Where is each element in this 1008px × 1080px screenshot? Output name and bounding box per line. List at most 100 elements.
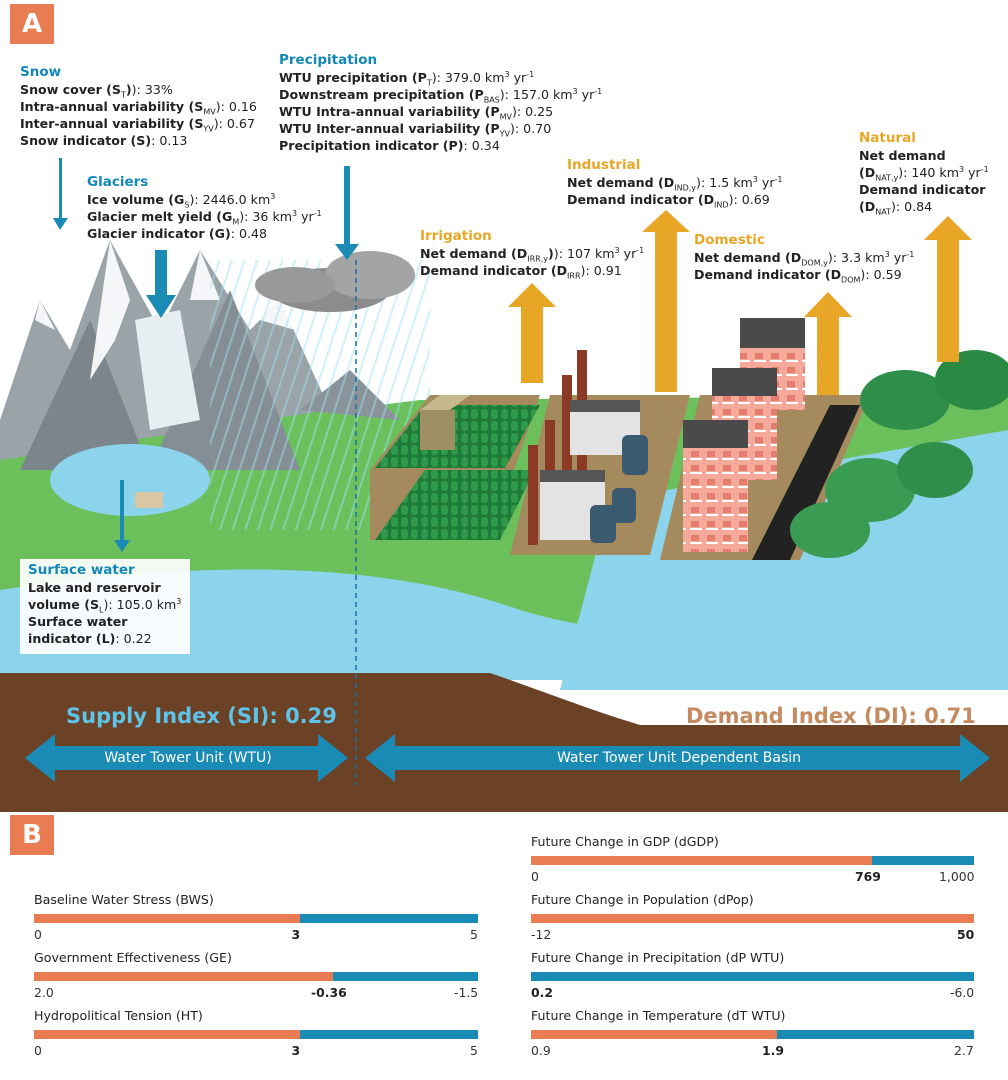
bar-title-future-change-in-population-dpop: Future Change in Population (dPop) (531, 892, 754, 907)
precip-indicator: Precipitation indicator (P): 0.34 (279, 138, 500, 153)
basin-arrow-label: Water Tower Unit Dependent Basin (556, 750, 802, 766)
supply-index: Supply Index (SI): 0.29 (66, 704, 337, 728)
domestic-label: Domestic Net demand (DDOM,y): 3.3 km3 yr… (694, 232, 915, 285)
nat-indicator: (DNAT): 0.84 (859, 199, 933, 217)
industrial-title: Industrial (567, 157, 641, 173)
precip-wtu: WTU precipitation (PT): 379.0 km3 yr-1 (279, 69, 535, 88)
bar-remainder-segment (531, 972, 974, 981)
ind-indicator: Demand indicator (DIND): 0.69 (567, 192, 770, 210)
glaciers-label: Glaciers Ice volume (GS): 2446.0 km3 Gla… (87, 174, 322, 242)
sw-line1: Lake and reservoir (28, 580, 161, 595)
snow-inter: Inter-annual variability (SYV): 0.67 (20, 116, 255, 134)
wtu-arrow-label: Water Tower Unit (WTU) (104, 750, 272, 766)
bar-remainder-segment (777, 1030, 974, 1039)
bar-future-change-in-population-dpop (531, 914, 974, 923)
bar-value-label: 769 (855, 869, 881, 884)
panel-a-badge: A (10, 4, 54, 44)
bar-value-label: 3 (291, 1043, 301, 1058)
bar-value-label: 1.9 (762, 1043, 784, 1058)
industrial-label: Industrial Net demand (DIND,y): 1.5 km3 … (567, 157, 783, 210)
barn (420, 410, 455, 450)
bar-title-government-effectiveness-ge: Government Effectiveness (GE) (34, 950, 232, 965)
bar-title-future-change-in-temperature-dt-wtu: Future Change in Temperature (dT WTU) (531, 1008, 786, 1023)
bar-remainder-segment (333, 972, 478, 981)
wtu-double-arrow (25, 734, 348, 782)
dom-indicator: Demand indicator (DDOM): 0.59 (694, 267, 902, 285)
glacier-melt-yield: Glacier melt yield (GM): 36 km3 yr-1 (87, 208, 322, 227)
nat-net: (DNAT,y): 140 km3 yr-1 (859, 164, 989, 183)
road (752, 405, 860, 560)
bar-title-future-change-in-precipitation-dp-wtu: Future Change in Precipitation (dP WTU) (531, 950, 785, 965)
irr-indicator: Demand indicator (DIRR): 0.91 (420, 263, 622, 281)
sw-line3: Surface water (28, 614, 128, 629)
bar-max-label: -6.0 (950, 985, 975, 1000)
bar-value-segment (34, 914, 300, 923)
snow-intra: Intra-annual variability (SMV): 0.16 (20, 99, 257, 117)
bar-min-label: 2.0 (34, 985, 54, 1000)
precip-downstream: Downstream precipitation (PBAS): 157.0 k… (279, 86, 603, 105)
precipitation-label: Precipitation WTU precipitation (PT): 37… (279, 52, 602, 154)
bar-hydropolitical-tension-ht (34, 1030, 478, 1039)
snow-label: Snow Snow cover (ST)): 33% Intra-annual … (20, 64, 257, 149)
snow-cover: Snow cover (ST)): 33% (20, 82, 173, 100)
chimney (528, 445, 538, 545)
bar-max-label: 5 (470, 1043, 478, 1058)
bar-remainder-segment (300, 1030, 478, 1039)
bar-min-label: 0 (34, 927, 42, 942)
bar-min-label: 0 (531, 869, 539, 884)
basin-double-arrow (365, 734, 990, 782)
precip-inter: WTU Inter-annual variability (PYV): 0.70 (279, 121, 552, 139)
lake (50, 444, 210, 516)
bar-remainder-segment (300, 914, 478, 923)
mangrove-trees (790, 350, 1008, 558)
bar-max-label: 2.7 (954, 1043, 974, 1058)
bar-title-future-change-in-gdp-dgdp: Future Change in GDP (dGDP) (531, 834, 719, 849)
nat-line1: Net demand (859, 148, 946, 163)
bar-max-label: 5 (470, 927, 478, 942)
supply-arrows (53, 158, 359, 552)
snow-indicator: Snow indicator (S): 0.13 (20, 133, 188, 148)
sw-volume: volume (SL): 105.0 km3 (28, 596, 182, 615)
panel-b-badge: B (10, 815, 54, 855)
demand-index: Demand Index (DI): 0.71 (686, 704, 976, 728)
bar-min-label: -12 (531, 927, 552, 942)
bar-government-effectiveness-ge (34, 972, 478, 981)
glacier-ice-volume: Ice volume (GS): 2446.0 km3 (87, 191, 276, 210)
glacier (135, 310, 200, 430)
irrigation-label: Irrigation Net demand (DIRR,y)): 107 km3… (420, 228, 644, 281)
water-tower-illustration (0, 158, 1008, 812)
bar-value-segment (531, 1030, 777, 1039)
bar-future-change-in-temperature-dt-wtu (531, 1030, 974, 1039)
glacier-indicator: Glacier indicator (G): 0.48 (87, 226, 268, 241)
tank (622, 435, 648, 475)
bar-title-hydropolitical-tension-ht: Hydropolitical Tension (HT) (34, 1008, 203, 1023)
natural-label: Natural Net demand (DNAT,y): 140 km3 yr-… (859, 130, 989, 217)
precip-intra: WTU Intra-annual variability (PMV): 0.25 (279, 104, 554, 122)
sw-indicator: indicator (L): 0.22 (28, 631, 152, 646)
bar-max-label: -1.5 (454, 985, 479, 1000)
demand-arrows (508, 210, 972, 395)
dom-net: Net demand (DDOM,y): 3.3 km3 yr-1 (694, 249, 915, 268)
bar-max-label: 1,000 (939, 869, 975, 884)
bar-future-change-in-precipitation-dp-wtu (531, 972, 974, 981)
bar-min-label: 0.9 (531, 1043, 551, 1058)
precipitation-title: Precipitation (279, 52, 378, 68)
bar-value-segment (531, 856, 872, 865)
snow-cap (90, 240, 130, 380)
bar-value-label: -0.36 (311, 985, 347, 1000)
soil (0, 673, 1008, 812)
surface-water-title: Surface water (28, 562, 135, 578)
bar-remainder-segment (872, 856, 974, 865)
bar-future-change-in-gdp-dgdp (531, 856, 974, 865)
glaciers-title: Glaciers (87, 174, 149, 190)
bar-value-label: 50 (957, 927, 975, 942)
bar-value-label: 0.2 (531, 985, 553, 1000)
natural-title: Natural (859, 130, 916, 146)
bar-value-segment (34, 972, 333, 981)
bar-baseline-water-stress-bws (34, 914, 478, 923)
irrigation-title: Irrigation (420, 228, 492, 244)
bar-value-segment (531, 914, 974, 923)
bar-value-label: 3 (291, 927, 301, 942)
dam (135, 492, 163, 508)
